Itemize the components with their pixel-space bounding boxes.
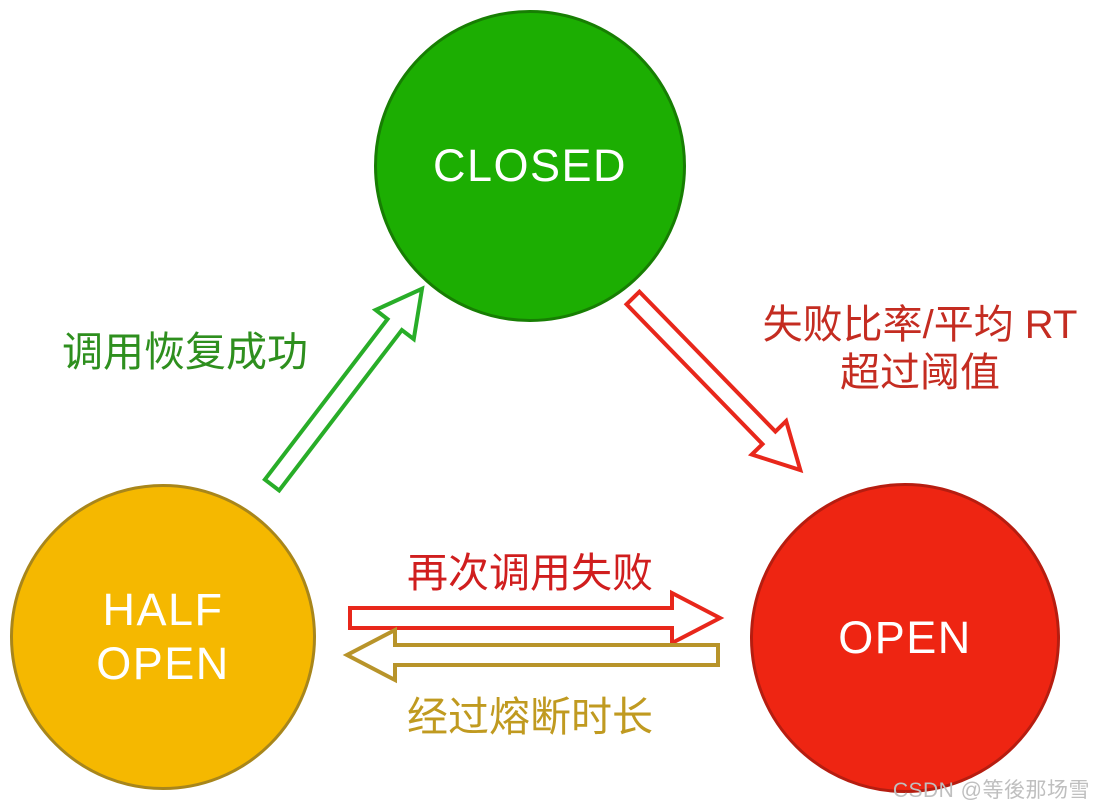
state-circle-closed: CLOSED — [374, 10, 686, 322]
state-label-closed: CLOSED — [432, 140, 628, 191]
transition-label-threshold-line2: 超过阈值 — [840, 351, 1000, 395]
arrow-closed-to-open — [623, 288, 804, 474]
state-label-half-open-line1: HALF — [102, 584, 224, 635]
arrow-half-open-to-open — [348, 589, 725, 647]
state-circle-open: OPEN — [750, 483, 1060, 793]
transition-label-threshold: 失败比率/平均 RT 超过阈值 — [738, 301, 1102, 397]
state-circle-half-open: HALF OPEN — [10, 484, 316, 790]
csdn-watermark: CSDN @等後那场雪 — [892, 779, 1090, 802]
state-label-half-open-line2: OPEN — [96, 638, 230, 689]
transition-label-duration: 经过熔断时长 — [407, 694, 653, 740]
transition-label-recover: 调用恢复成功 — [62, 329, 308, 375]
state-label-open: OPEN — [838, 612, 972, 663]
arrow-half-open-to-closed — [262, 285, 425, 494]
transition-label-retry: 再次调用失败 — [407, 550, 653, 596]
transition-label-threshold-line1: 失败比率/平均 RT — [762, 303, 1078, 347]
arrow-open-to-half-open — [342, 626, 720, 684]
